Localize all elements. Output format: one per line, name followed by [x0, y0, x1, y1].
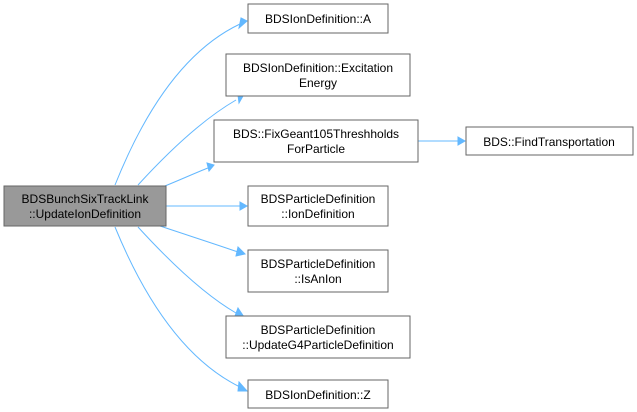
- edge-root-to-fix-geant: [159, 162, 215, 189]
- node-find-transport-label: BDS::FindTransportation: [483, 135, 615, 149]
- node-ion-excitation-line-2: Energy: [299, 76, 337, 90]
- node-root[interactable]: BDSBunchSixTrackLink ::UpdateIonDefiniti…: [3, 185, 167, 227]
- node-ion-excitation-line-1: BDSIonDefinition::Excitation: [243, 61, 393, 75]
- node-pd-update-line-1: BDSParticleDefinition: [261, 323, 376, 337]
- node-pd-iondef-line-2: ::IonDefinition: [281, 207, 354, 221]
- node-pd-iondef[interactable]: BDSParticleDefinition ::IonDefinition: [247, 185, 389, 227]
- edge-root-to-pd-update: [137, 226, 246, 318]
- node-root-line-1: BDSBunchSixTrackLink: [22, 192, 150, 206]
- node-find-transport[interactable]: BDS::FindTransportation: [465, 126, 634, 156]
- node-ion-excitation[interactable]: BDSIonDefinition::Excitation Energy: [225, 53, 411, 97]
- node-ion-z-label: BDSIonDefinition::Z: [265, 388, 370, 402]
- node-fix-geant[interactable]: BDS::FixGeant105Threshholds ForParticle: [213, 119, 419, 163]
- edge-root-to-ion-z: [114, 226, 249, 392]
- edge-root-to-ion-a: [114, 17, 248, 186]
- node-fix-geant-line-2: ForParticle: [287, 142, 345, 156]
- node-pd-update-line-2: ::UpdateG4ParticleDefinition: [242, 338, 393, 352]
- edge-root-to-ion-excitation: [137, 94, 244, 186]
- node-pd-isanion[interactable]: BDSParticleDefinition ::IsAnIon: [247, 249, 389, 293]
- edge-root-to-pd-iondef: [166, 201, 249, 211]
- node-ion-z[interactable]: BDSIonDefinition::Z: [247, 379, 389, 409]
- node-pd-update[interactable]: BDSParticleDefinition ::UpdateG4Particle…: [225, 315, 411, 359]
- node-root-line-2: ::UpdateIonDefinition: [29, 207, 141, 221]
- node-ion-a-label: BDSIonDefinition::A: [265, 12, 371, 26]
- node-pd-isanion-line-1: BDSParticleDefinition: [261, 257, 376, 271]
- edge-fix-geant-to-find-transport: [418, 136, 467, 146]
- edge-root-to-pd-isanion: [159, 225, 246, 257]
- node-ion-a[interactable]: BDSIonDefinition::A: [247, 3, 389, 34]
- node-fix-geant-line-1: BDS::FixGeant105Threshholds: [233, 127, 399, 141]
- node-pd-iondef-line-1: BDSParticleDefinition: [261, 192, 376, 206]
- node-pd-isanion-line-2: ::IsAnIon: [294, 272, 341, 286]
